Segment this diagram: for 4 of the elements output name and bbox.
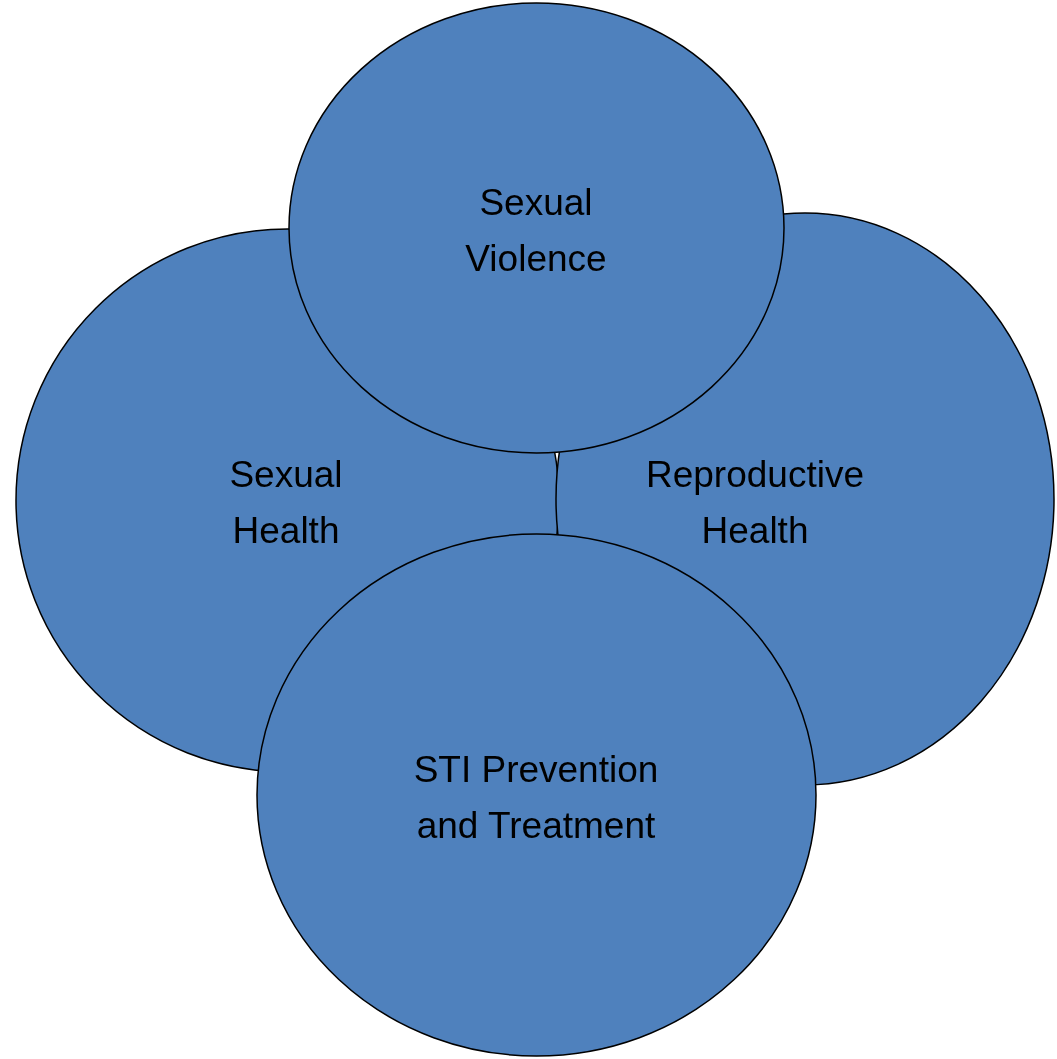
circle-label: Reproductive Health (645, 453, 865, 553)
circle-label: Sexual Health (228, 453, 344, 553)
circle-label: Sexual Violence (464, 181, 608, 281)
circle-label: STI Prevention and Treatment (412, 748, 660, 848)
